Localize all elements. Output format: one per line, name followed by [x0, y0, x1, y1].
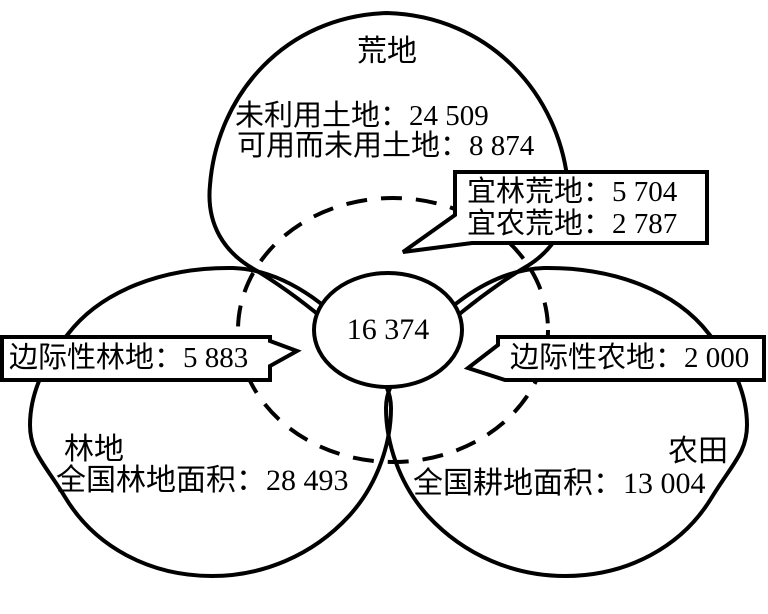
center-ellipse	[312, 271, 464, 389]
suitable-forest-wasteland-text: 宜林荒地：5 704	[467, 176, 678, 208]
forest-label: 林地	[64, 433, 124, 466]
forest-circle-outline	[27, 265, 394, 579]
farmland-label: 农田	[668, 435, 728, 468]
callout-right-bubble	[463, 335, 766, 382]
marginal-farm-text: 边际性农地：2 000	[510, 342, 750, 374]
farmland-circle-outline	[383, 265, 750, 579]
marginal-dashed-circle	[236, 196, 550, 464]
marginal-forest-text: 边际性林地：5 883	[9, 342, 249, 374]
forest-area-text: 全国林地面积：28 493	[56, 464, 349, 497]
callout-left-bubble	[0, 335, 302, 382]
farmland-area-text: 全国耕地面积：13 004	[413, 467, 706, 500]
center-value: 16 374	[346, 313, 430, 346]
suitable-farm-wasteland-text: 宜农荒地：2 787	[467, 208, 678, 240]
wasteland-label: 荒地	[357, 35, 417, 68]
callout-top-bubble	[401, 170, 709, 254]
usable-unused-land-text: 可用而未用土地：8 874	[237, 130, 535, 162]
unused-land-text: 未利用土地：24 509	[235, 100, 489, 132]
